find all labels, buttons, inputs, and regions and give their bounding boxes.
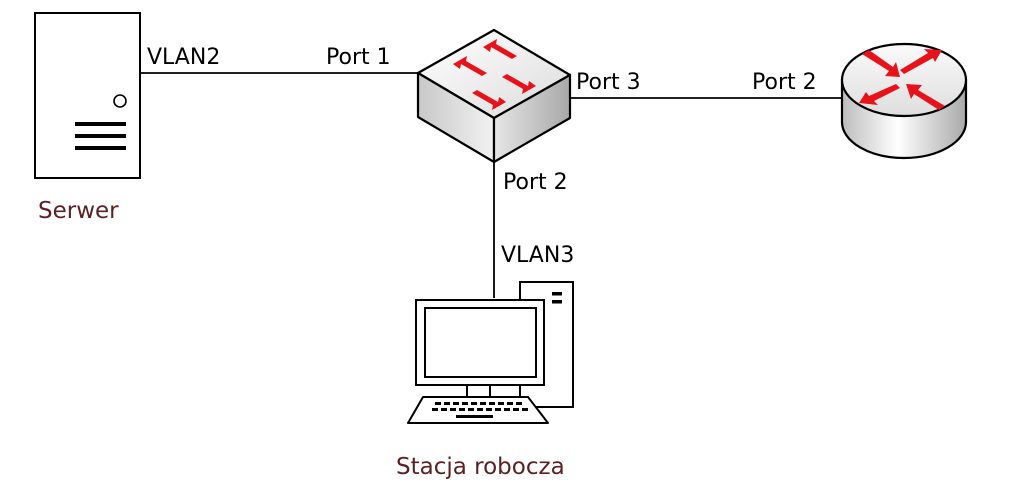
switch-node[interactable] [416,28,572,164]
link-label-switch-port3: Port 3 [576,70,641,95]
server-drive-bay [75,122,126,126]
server-tower-icon [34,12,141,179]
router-node[interactable] [840,42,968,160]
server-node[interactable] [34,12,141,179]
link-label-vlan2: VLAN2 [147,45,220,70]
workstation-icon [407,281,574,424]
workstation-node[interactable] [407,281,574,424]
switch-icon [416,28,572,164]
server-drive-bay [75,146,126,150]
link-label-vlan3: VLAN3 [501,243,574,268]
switch-arrows-icon [453,39,536,110]
link-label-router-port2: Port 2 [752,70,817,95]
link-label-switch-port2: Port 2 [503,170,568,195]
workstation-caption: Stacja robocza [396,454,565,480]
link-label-switch-port1: Port 1 [326,45,391,70]
router-arrows-icon [859,49,945,110]
server-caption: Serwer [38,198,119,224]
server-power-led [113,94,127,108]
server-drive-bay [75,134,126,138]
router-icon [840,42,968,160]
